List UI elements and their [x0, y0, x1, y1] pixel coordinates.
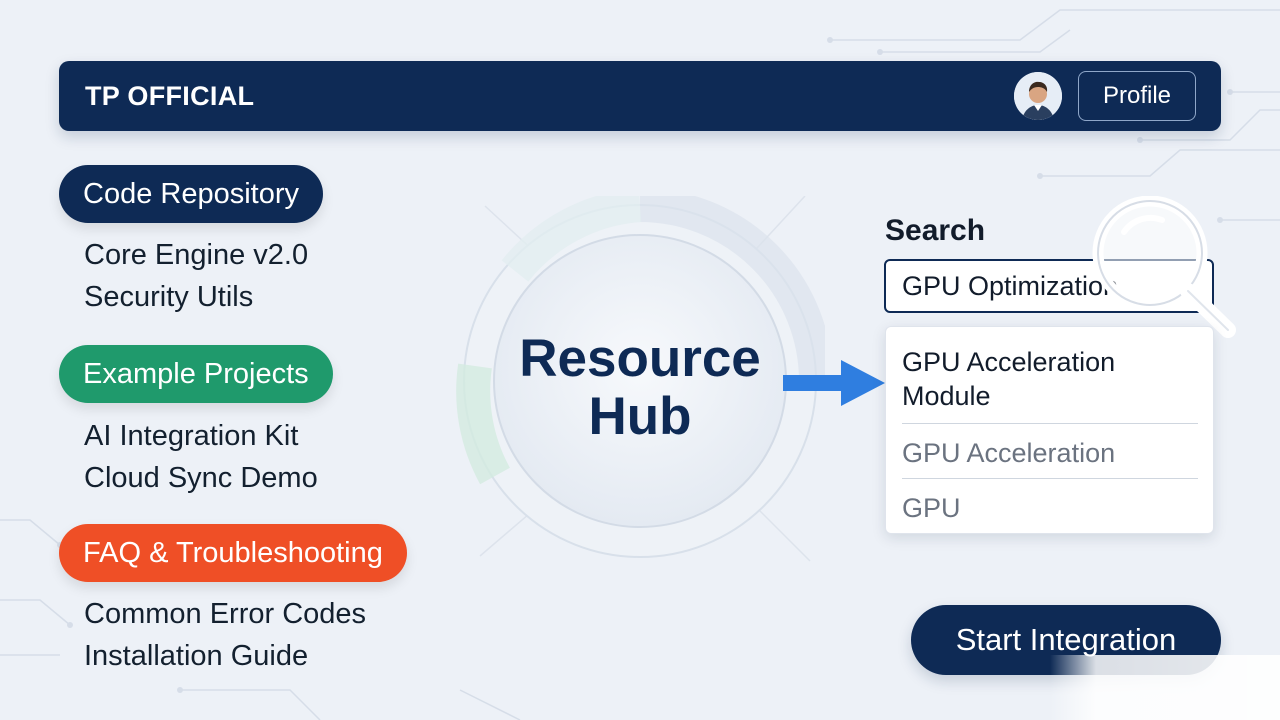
link-installation-guide[interactable]: Installation Guide	[84, 640, 309, 672]
hub-title-line-1: Resource	[519, 329, 761, 388]
link-security-utils[interactable]: Security Utils	[84, 281, 254, 313]
suggestion-item[interactable]: GPU	[902, 493, 961, 523]
link-ai-integration-kit[interactable]: AI Integration Kit	[84, 420, 299, 452]
search-suggestions: GPU Acceleration Module GPU Acceleration…	[885, 326, 1214, 534]
link-common-error-codes[interactable]: Common Error Codes	[84, 598, 367, 630]
faq-list: Common Error Codes Installation Guide	[84, 593, 366, 677]
category-faq-troubleshooting[interactable]: FAQ & Troubleshooting	[59, 524, 407, 582]
top-bar: TP OFFICIAL Profile	[59, 61, 1221, 131]
example-projects-list: AI Integration Kit Cloud Sync Demo	[84, 415, 318, 499]
suggestion-divider	[902, 478, 1198, 479]
profile-button[interactable]: Profile	[1078, 71, 1196, 121]
link-cloud-sync-demo[interactable]: Cloud Sync Demo	[84, 462, 318, 494]
category-code-repository[interactable]: Code Repository	[59, 165, 323, 223]
suggestion-divider	[902, 423, 1198, 424]
hub-title: Resource Hub	[494, 330, 786, 446]
resource-hub-ring	[456, 196, 825, 562]
magnifier-icon	[1092, 196, 1236, 338]
link-core-engine[interactable]: Core Engine v2.0	[84, 239, 309, 271]
user-avatar-icon[interactable]	[1014, 72, 1062, 120]
brand-title: TP OFFICIAL	[85, 81, 255, 111]
hub-title-line-2: Hub	[588, 387, 692, 446]
suggestion-item[interactable]: GPU Acceleration	[902, 438, 1116, 468]
suggestion-item[interactable]: GPU Acceleration Module	[902, 347, 1116, 411]
arrow-right-icon	[783, 360, 885, 406]
category-example-projects[interactable]: Example Projects	[59, 345, 333, 403]
search-label: Search	[885, 214, 986, 247]
start-integration-button[interactable]: Start Integration	[911, 605, 1221, 675]
code-repository-list: Core Engine v2.0 Security Utils	[84, 234, 308, 318]
